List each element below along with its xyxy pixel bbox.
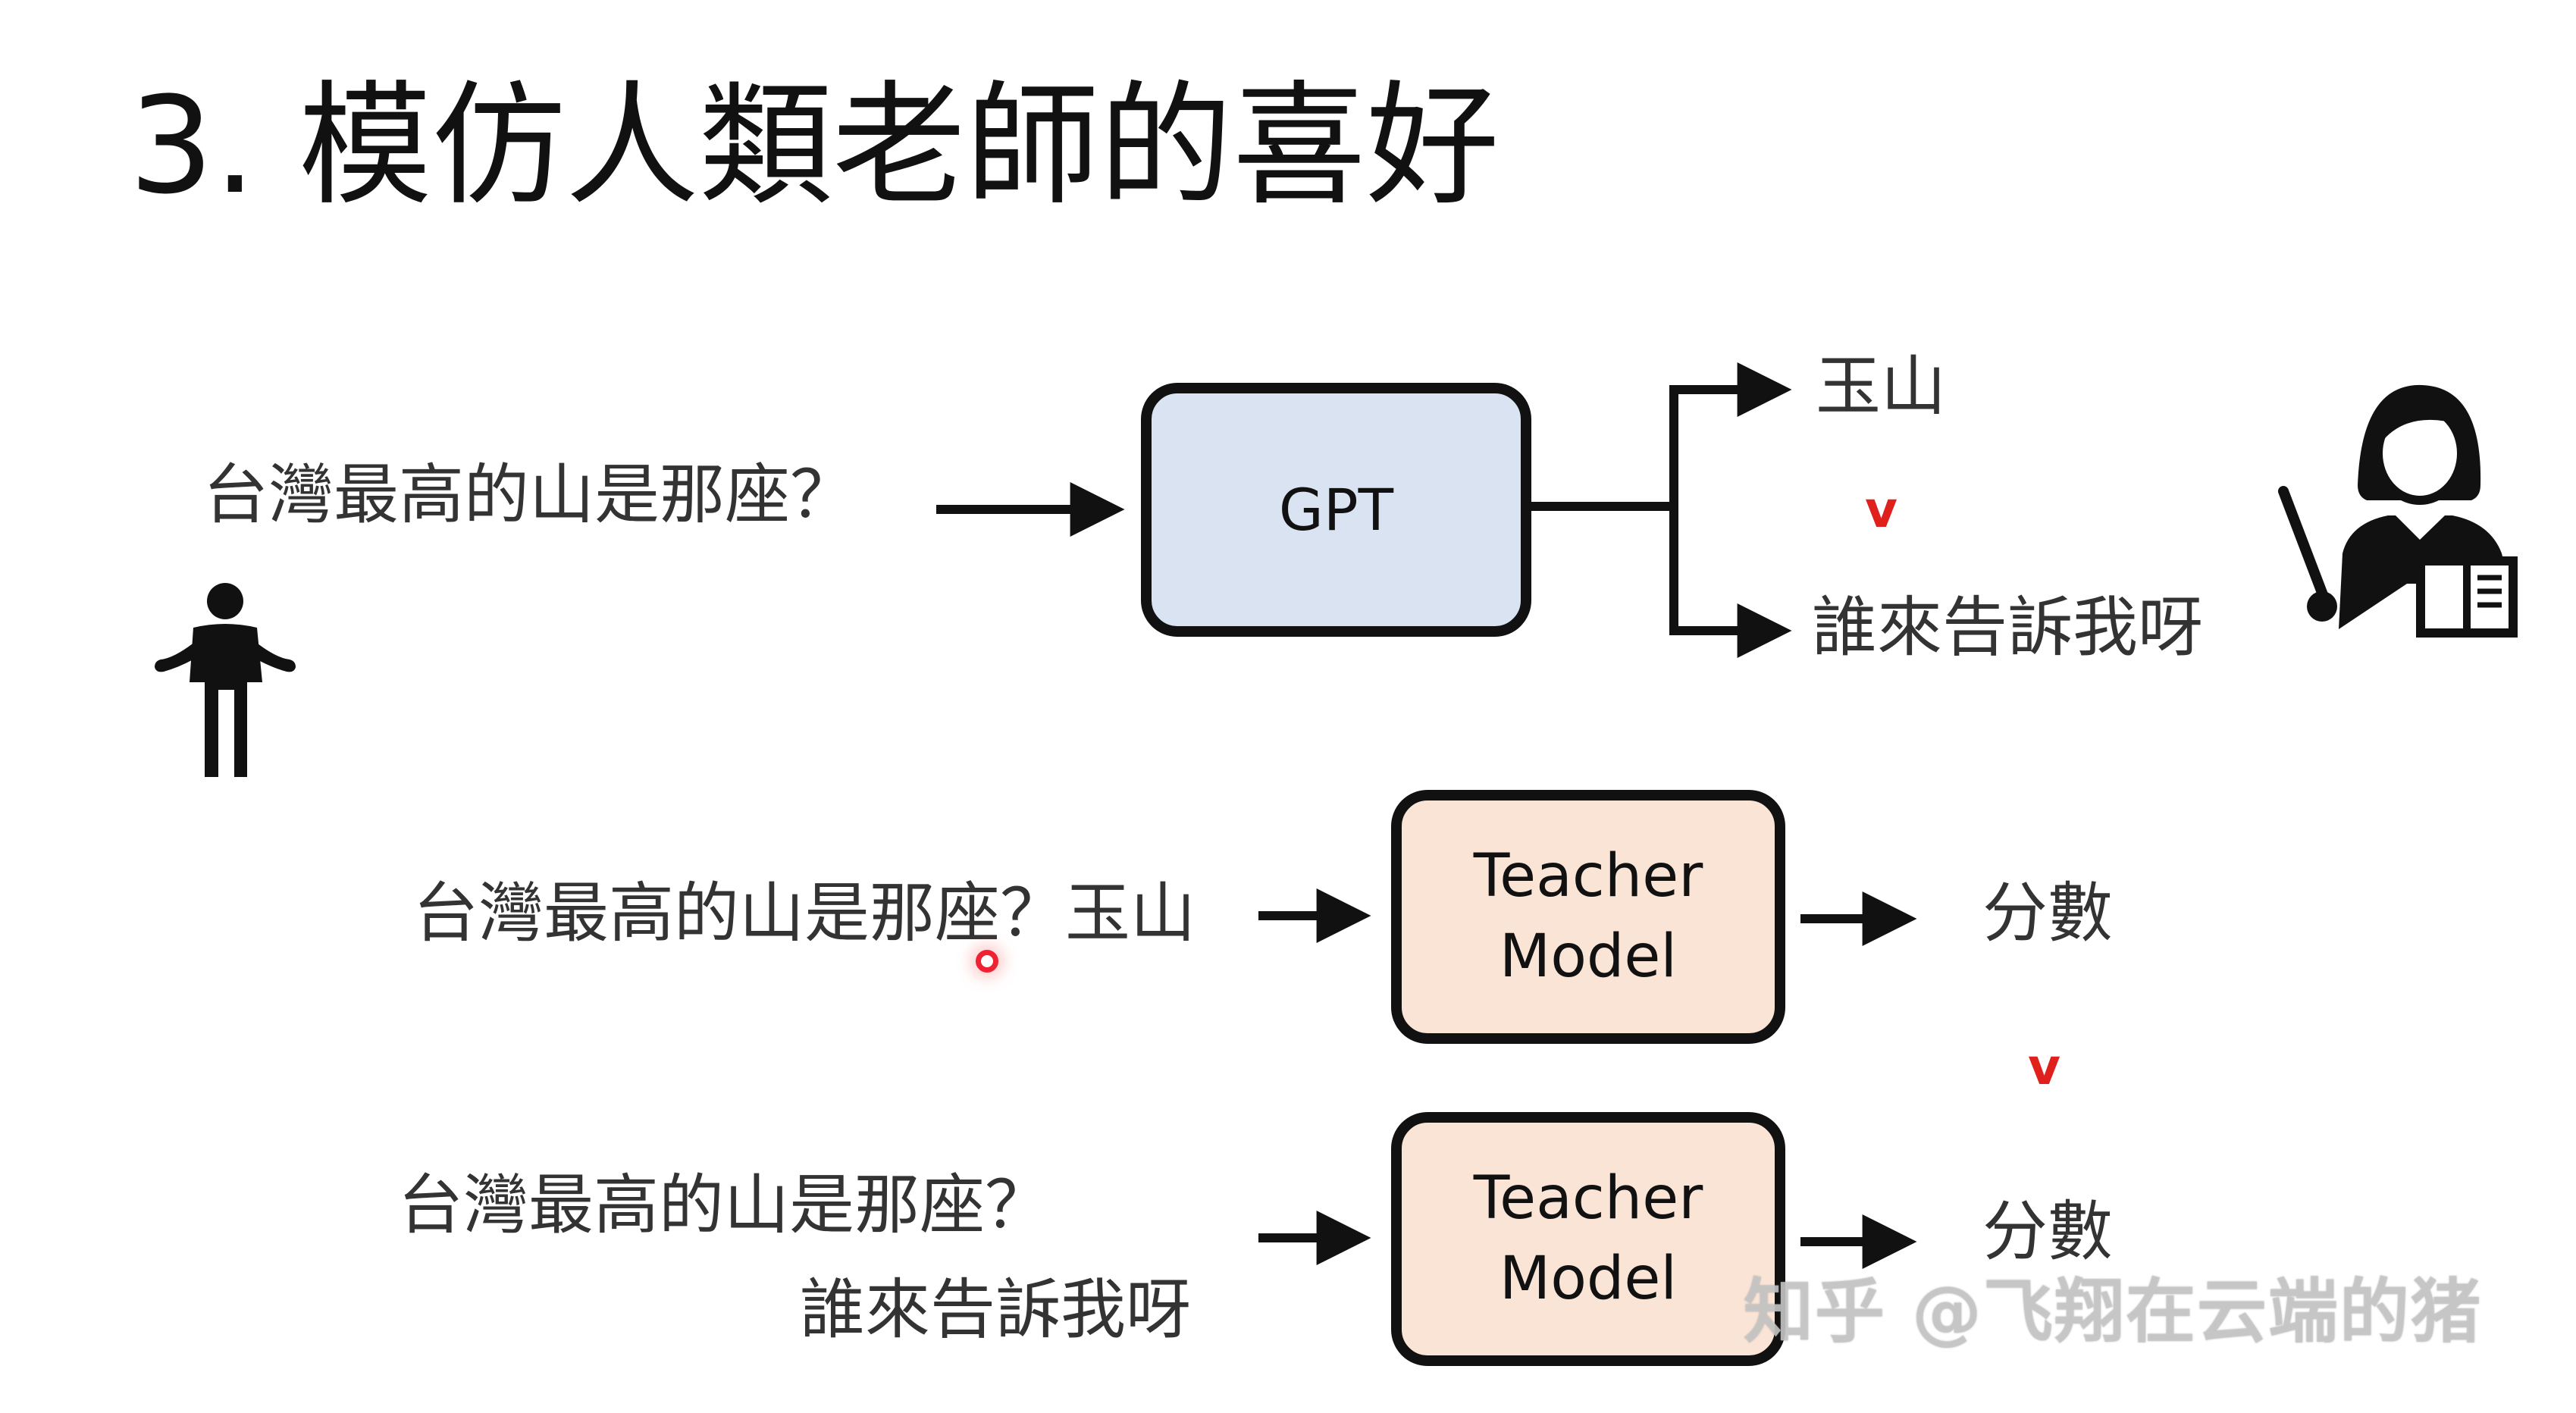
teacher-input-bad-question: 台灣最高的山是那座？: [398, 1167, 1050, 1243]
score-output-2: 分數: [1982, 1194, 2113, 1270]
cursor-indicator: [976, 950, 998, 973]
slide-title: 3. 模仿人類老師的喜好: [129, 68, 1500, 224]
teacher-model-box-1: Teacher Model: [1391, 790, 1785, 1044]
teacher-input-good: 台灣最高的山是那座？玉山: [413, 876, 1196, 951]
preference-mark-top: v: [1865, 481, 1898, 539]
teacher-model-label-line2: Model: [1499, 1244, 1678, 1313]
gpt-model-label: GPT: [1278, 476, 1394, 544]
teacher-input-bad-answer: 誰來告訴我呀: [800, 1272, 1191, 1348]
preference-mark-bottom: v: [2028, 1038, 2061, 1096]
gpt-model-box: GPT: [1141, 383, 1531, 637]
person-shrugging-icon: [155, 583, 296, 777]
answer-good: 玉山: [1816, 349, 1946, 425]
watermark: 知乎 @飞翔在云端的猪: [1744, 1271, 2483, 1352]
question-text: 台灣最高的山是那座？: [203, 457, 855, 533]
teacher-with-book-icon: [2278, 384, 2518, 638]
teacher-model-label-line1: Teacher: [1473, 1164, 1703, 1233]
teacher-model-label-line2: Model: [1499, 922, 1678, 991]
teacher-model-label-line1: Teacher: [1473, 842, 1703, 911]
answer-bad: 誰來告訴我呀: [1812, 590, 2203, 666]
teacher-model-box-2: Teacher Model: [1391, 1112, 1785, 1366]
score-output-1: 分數: [1982, 876, 2113, 951]
